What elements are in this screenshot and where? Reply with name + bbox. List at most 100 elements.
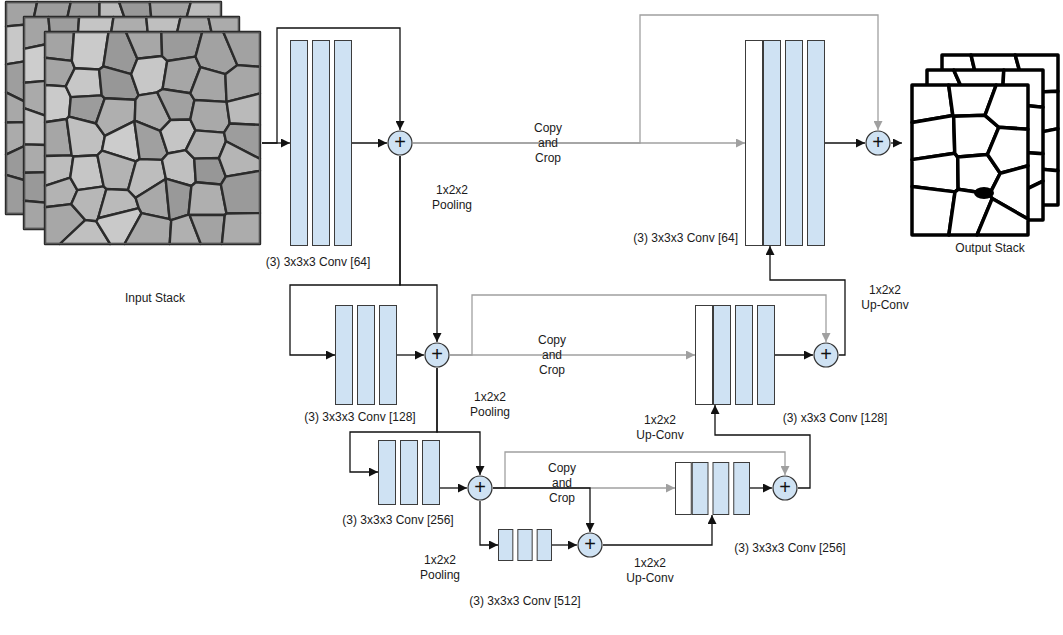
image-frame <box>7 3 221 214</box>
flow-arrow <box>750 487 772 488</box>
plus-sign: + <box>820 344 832 364</box>
conv-layer-bar <box>336 306 353 405</box>
sum-node: + <box>772 475 798 501</box>
edge-label: 1x2x2 Pooling <box>431 183 474 213</box>
cell-membrane <box>157 89 194 120</box>
conv-layer-bar <box>313 41 330 246</box>
sum-node: + <box>813 342 839 368</box>
image-stack <box>0 0 262 310</box>
sum-circle <box>773 476 797 500</box>
conv-layer-bar <box>537 530 551 561</box>
output-stack: Output Stack <box>902 50 1060 262</box>
flow-arrow <box>825 142 865 143</box>
input-stack: Input Stack <box>0 0 262 310</box>
flow-arrow <box>352 142 387 143</box>
sum-node: + <box>577 532 603 558</box>
sum-circle <box>468 476 492 500</box>
plus-sign: + <box>431 344 443 364</box>
edge-label: Copy and Crop <box>537 333 568 378</box>
cell-membrane <box>125 213 172 244</box>
conv-layer-bar <box>401 441 418 505</box>
edge-label: 1x2x2 Up-Conv <box>635 413 685 443</box>
flow-arrow <box>775 354 813 355</box>
cell-membrane <box>66 68 102 97</box>
sum-node: + <box>865 130 891 156</box>
image-frame <box>913 86 1028 235</box>
plus-sign: + <box>394 132 406 152</box>
sum-node: + <box>424 342 450 368</box>
conv-block: (3) 3x3x3 Conv [256] <box>675 462 750 515</box>
conv-block: (3) 3x3x3 Conv [64] <box>290 40 352 246</box>
cell-membrane <box>222 213 260 244</box>
skip-connector <box>450 354 695 355</box>
conv-block: (3) 3x3x3 Conv [128] <box>335 305 397 405</box>
block-label: (3) x3x3 Conv [128] <box>783 411 888 425</box>
edge-label: 1x2x2 Pooling <box>419 553 462 583</box>
edge-label: 1x2x2 Up-Conv <box>860 283 910 313</box>
flow-arrow <box>480 501 498 545</box>
conv-layer-bar <box>736 306 753 405</box>
block-label: (3) 3x3x3 Conv [64] <box>266 255 371 269</box>
conv-layer-bar <box>786 41 803 246</box>
conv-layer-bar <box>291 41 308 246</box>
cell-membrane <box>190 67 226 102</box>
conv-layer-bar <box>380 306 397 405</box>
conv-layer-bar <box>518 530 532 561</box>
conv-layer-bar <box>692 463 708 515</box>
conv-stack <box>290 40 352 246</box>
plus-sign: + <box>779 477 791 497</box>
flow-arrow <box>603 515 712 545</box>
image-ground <box>45 32 260 244</box>
plus-sign: + <box>584 534 596 554</box>
conv-stack <box>745 40 825 246</box>
flow-arrow <box>493 488 590 532</box>
conv-block: (3) 3x3x3 Conv [256] <box>378 440 440 505</box>
sum-circle <box>425 343 449 367</box>
flow-arrow <box>397 354 424 355</box>
conv-layer-bar <box>808 41 825 246</box>
block-label: (3) 3x3x3 Conv [128] <box>304 410 415 424</box>
conv-layer-bar <box>758 306 775 405</box>
cell-membrane <box>227 93 260 124</box>
edge-label: 1x2x2 Up-Conv <box>625 556 675 586</box>
image-frame <box>46 33 260 244</box>
conv-layer-bar <box>499 530 513 561</box>
conv-layer-bar <box>696 306 713 405</box>
sum-circle <box>814 343 838 367</box>
flow-arrow <box>437 368 480 475</box>
cell-membrane <box>223 32 260 67</box>
sum-node: + <box>467 475 493 501</box>
conv-layer-bar <box>713 463 729 515</box>
conv-stack <box>675 462 750 515</box>
sum-circle <box>866 131 890 155</box>
conv-block: (3) x3x3 Conv [128] <box>695 305 775 405</box>
image-ground <box>912 85 1028 235</box>
flow-arrow <box>552 544 577 545</box>
conv-layer-bar <box>714 306 731 405</box>
cell-membrane <box>190 100 229 133</box>
conv-layer-bar <box>746 41 763 246</box>
plus-sign: + <box>474 477 486 497</box>
flow-arrow <box>440 487 467 488</box>
plus-sign: + <box>872 132 884 152</box>
flow-arrow <box>400 156 437 342</box>
conv-layer-bar <box>764 41 781 246</box>
edge-label: 1x2x2 Pooling <box>469 390 512 420</box>
conv-block: (3) 3x3x3 Conv [64] <box>745 40 825 246</box>
cell-membrane <box>126 32 162 59</box>
sum-circle <box>388 131 412 155</box>
conv-layer-bar <box>358 306 375 405</box>
edge-label: Copy and Crop <box>533 121 564 166</box>
conv-layer-bar <box>734 463 750 515</box>
cell-membrane <box>221 171 260 214</box>
conv-stack <box>335 305 397 405</box>
conv-layer-bar <box>335 41 352 246</box>
stack-label: Output Stack <box>955 241 1024 255</box>
cell-membrane <box>190 215 225 244</box>
labelled-object <box>974 187 994 199</box>
flow-arrow <box>262 28 400 143</box>
image-ground <box>6 2 221 214</box>
conv-block: (3) 3x3x3 Conv [512] <box>498 529 552 561</box>
conv-stack <box>378 440 440 505</box>
